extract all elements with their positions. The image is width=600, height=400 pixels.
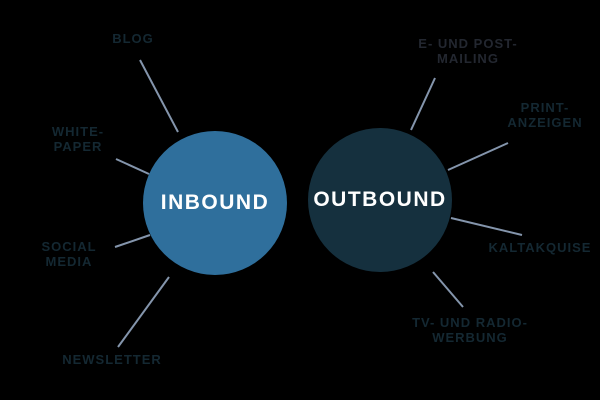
connector-line-whitepaper — [115, 158, 150, 175]
connector-line-tv-radio — [432, 271, 464, 308]
inbound-circle: INBOUND — [143, 131, 287, 275]
connector-line-print-anzeigen — [447, 142, 509, 171]
connector-line-mailing — [410, 77, 436, 131]
channel-label-whitepaper: WHITE- PAPER — [51, 124, 105, 154]
inbound-circle-label: INBOUND — [160, 191, 270, 214]
channel-label-e-und-post-mailing: E- UND POST- MAILING — [418, 36, 518, 66]
connector-line-social-media — [114, 234, 151, 248]
outbound-circle: OUTBOUND — [308, 128, 452, 272]
connector-line-newsletter — [117, 276, 170, 348]
channel-label-newsletter: NEWSLETTER — [62, 352, 162, 367]
channel-label-kaltakquise: KALTAKQUISE — [488, 240, 592, 255]
channel-label-tv-und-radio-werbung: TV- UND RADIO- WERBUNG — [412, 315, 528, 345]
outbound-circle-label: OUTBOUND — [313, 188, 447, 211]
connector-line-kaltakquise — [450, 217, 523, 236]
connector-line-blog — [139, 59, 179, 133]
channel-label-blog: BLOG — [112, 31, 154, 46]
channel-label-social-media: SOCIAL MEDIA — [41, 239, 97, 269]
channel-label-print-anzeigen: PRINT- ANZEIGEN — [507, 100, 583, 130]
